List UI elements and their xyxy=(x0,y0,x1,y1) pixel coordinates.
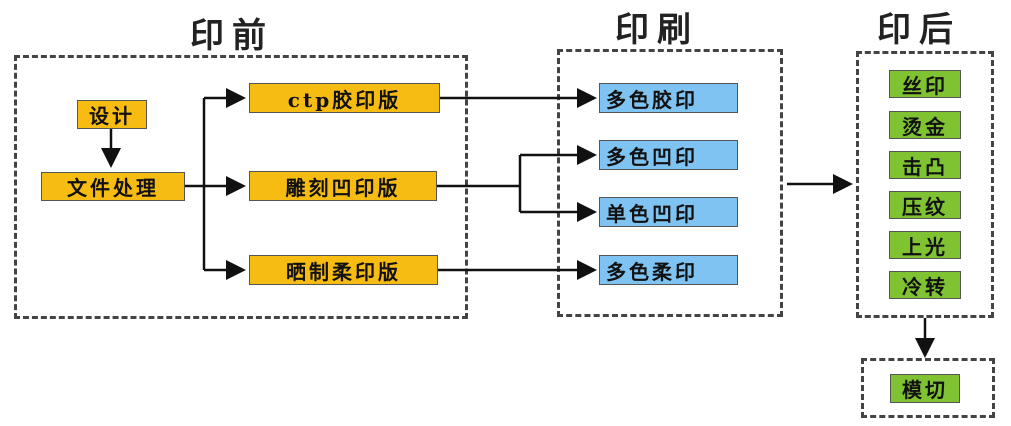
postpress-box-cold-transfer: 冷转 xyxy=(889,271,961,299)
press-box-multicolor-gravure: 多色凹印 xyxy=(599,140,738,170)
file-processing-box: 文件处理 xyxy=(41,172,185,201)
die-cut-box: 模切 xyxy=(890,374,960,403)
plate-box-gravure: 雕刻凹印版 xyxy=(249,171,437,201)
press-box-multicolor-offset: 多色胶印 xyxy=(599,83,738,113)
plate-box-ctp: ctp胶印版 xyxy=(249,83,440,113)
press-box-multicolor-flexo: 多色柔印 xyxy=(599,255,738,285)
postpress-box-silkscreen: 丝印 xyxy=(889,70,961,98)
postpress-box-texture-pressing: 压纹 xyxy=(889,191,961,219)
die-cut-frame xyxy=(861,358,995,418)
stage-title-postpress: 印后 xyxy=(877,10,961,50)
press-box-singlecolor-gravure: 单色凹印 xyxy=(599,197,738,227)
design-box: 设计 xyxy=(77,100,147,129)
postpress-box-embossing: 击凸 xyxy=(889,151,961,179)
postpress-box-varnishing: 上光 xyxy=(889,231,961,259)
press-frame xyxy=(557,49,783,317)
stage-title-press: 印刷 xyxy=(615,10,699,50)
postpress-box-hot-stamping: 烫金 xyxy=(889,111,961,139)
postpress-frame xyxy=(856,51,994,318)
plate-box-flexo: 晒制柔印版 xyxy=(249,255,438,285)
stage-title-prepress: 印前 xyxy=(190,16,274,56)
